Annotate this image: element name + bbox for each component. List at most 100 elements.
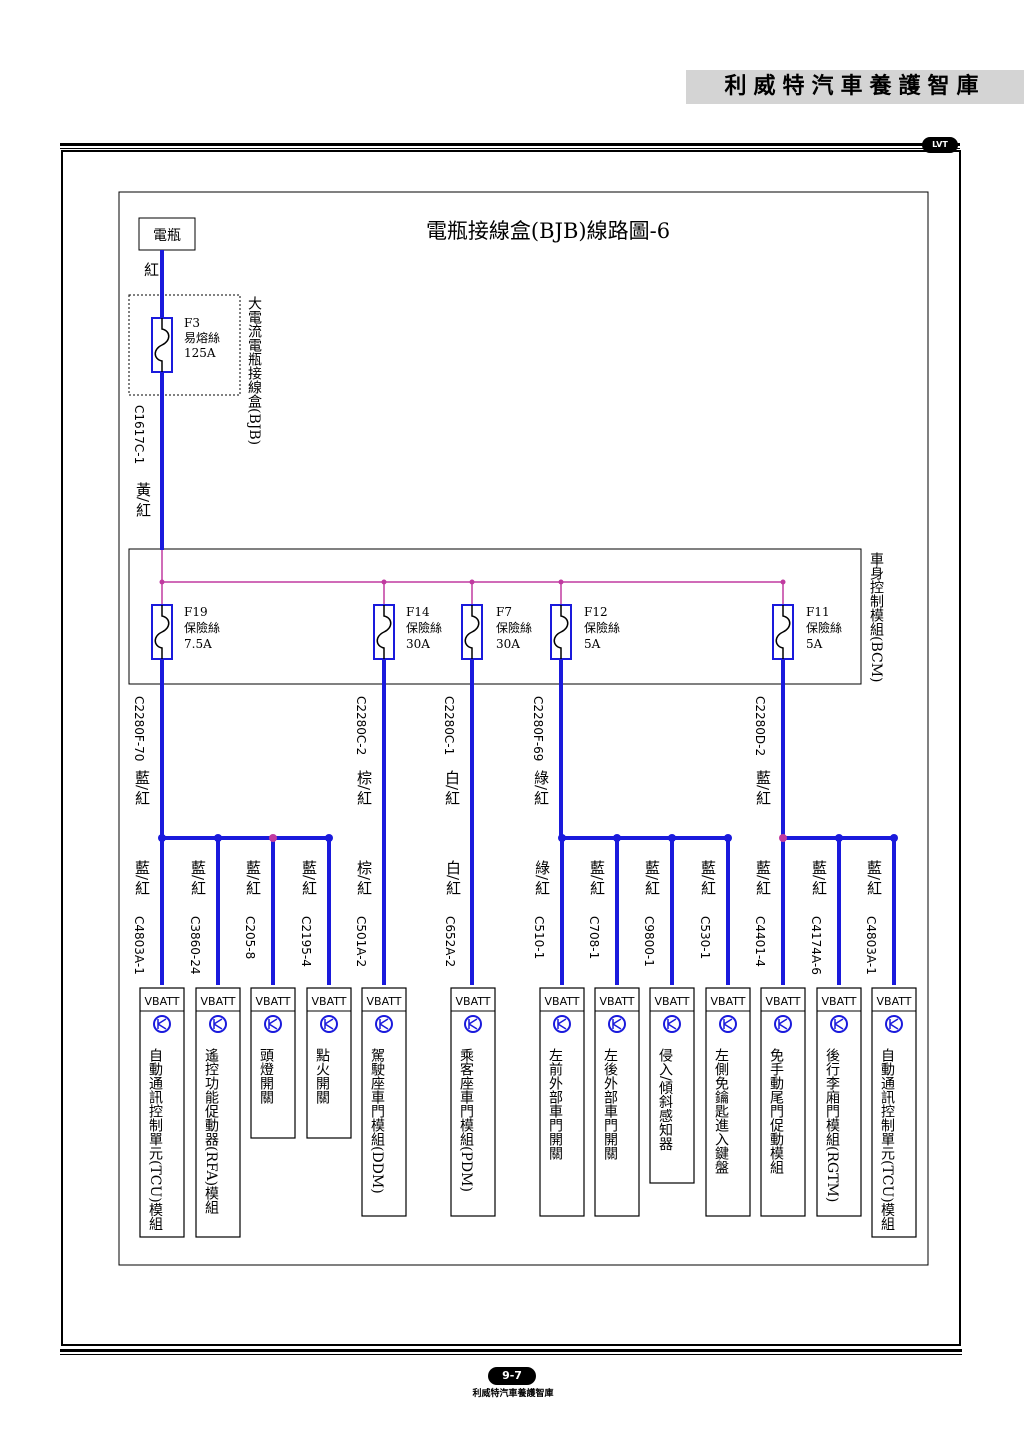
splice-node [158, 834, 166, 842]
load-module-name: 後行李廂門模組(RGTM) [824, 1048, 840, 1202]
load-transistor-icon [830, 1015, 848, 1033]
bjb-fuse-name: F3 [184, 316, 200, 330]
top-rule-thin [60, 148, 960, 149]
bcm-output-wire-color: 藍/紅 [754, 770, 772, 805]
diagram-frame [118, 191, 929, 1266]
load-transistor-leads [268, 1018, 278, 1030]
load-connector: C205-8 [243, 916, 257, 959]
bcm-fuse-rating: 7.5A [184, 637, 212, 651]
load-wire-color: 綠/紅 [533, 860, 551, 895]
splice-node [890, 834, 898, 842]
load-module-box [760, 987, 806, 1217]
load-module-name: 免手動尾門促動模組 [768, 1048, 784, 1174]
page-frame [61, 150, 961, 1346]
load-transistor-leads [889, 1018, 899, 1030]
load-transistor-leads [213, 1018, 223, 1030]
load-connector: C9800-1 [642, 916, 656, 967]
load-transistor-leads [778, 1018, 788, 1030]
bcm-output-wire-color: 棕/紅 [355, 770, 373, 805]
load-transistor-icon [320, 1015, 338, 1033]
bjb-fuse-label: F3 易熔絲 125A [184, 316, 220, 360]
load-connector: C3860-24 [188, 916, 202, 975]
bcm-fuse-symbol-element [154, 605, 170, 659]
header-brand-bar: 利威特汽車養護智庫 [686, 70, 1024, 104]
load-connector: C708-1 [587, 916, 601, 959]
battery-label: 電瓶 [153, 228, 181, 244]
bjb-label: 大電流電瓶接線盒(BJB) [246, 296, 262, 445]
bcm-output-wire-color: 綠/紅 [532, 770, 550, 805]
splice-node [779, 834, 787, 842]
load-wire-color: 藍/紅 [699, 860, 717, 895]
load-module-name: 點火開關 [314, 1048, 330, 1104]
load-module-box [139, 987, 185, 1238]
bcm-fuse-symbol-element [553, 605, 569, 659]
load-pin-label: VBATT [600, 995, 635, 1008]
battery-box [138, 217, 196, 251]
bcm-fuse-type: 保險絲 [806, 620, 842, 635]
load-module-box [250, 987, 296, 1139]
load-module-name: 左側免鑰匙進入鍵盤 [713, 1048, 729, 1174]
load-transistor-icon [553, 1015, 571, 1033]
load-pin-label: VBATT [766, 995, 801, 1008]
load-wire-color: 藍/紅 [588, 860, 606, 895]
load-connector: C652A-2 [443, 916, 457, 967]
load-module-name: 乘客座車門模組(PDM) [458, 1048, 474, 1192]
bjb-box [128, 294, 241, 396]
bottom-rule [60, 1349, 962, 1352]
splice-node [835, 834, 843, 842]
bjb-fuse-rating: 125A [184, 346, 216, 360]
load-wire-color: 藍/紅 [865, 860, 883, 895]
load-pin-label: VBATT [877, 995, 912, 1008]
header-brand-text: 利威特汽車養護智庫 [724, 74, 986, 99]
splice-node [269, 834, 277, 842]
bcm-fuse-symbol-element [464, 605, 480, 659]
load-transistor-leads [557, 1018, 567, 1030]
load-module-box [871, 987, 917, 1238]
load-transistor-icon [774, 1015, 792, 1033]
load-transistor-leads [157, 1018, 167, 1030]
battery-wire-color: 紅 [144, 261, 159, 279]
load-transistor-icon [885, 1015, 903, 1033]
bcm-box [128, 548, 862, 685]
load-pin-label: VBATT [456, 995, 491, 1008]
lvt-logo: LVT [922, 137, 958, 153]
bcm-fuse-name: F11 [806, 605, 830, 619]
load-transistor-icon [719, 1015, 737, 1033]
bcm-fuse-name: F7 [496, 605, 512, 619]
load-connector: C4401-4 [753, 916, 767, 967]
bcm-output-connector: C2280D-2 [753, 696, 767, 756]
load-module-box [306, 987, 352, 1139]
splice-node [724, 834, 732, 842]
load-wire-color: 藍/紅 [189, 860, 207, 895]
load-transistor-icon [264, 1015, 282, 1033]
splice-node [668, 834, 676, 842]
bcm-output-wire-color: 藍/紅 [133, 770, 151, 805]
bcm-label: 車身控制模組(BCM) [868, 551, 884, 682]
load-transistor-leads [723, 1018, 733, 1030]
load-wire-color: 藍/紅 [300, 860, 318, 895]
load-module-name: 遙控功能促動器(RFA)模組 [203, 1048, 219, 1214]
load-module-name: 侵入/傾斜感知器 [657, 1047, 673, 1151]
load-module-name: 左前外部車門開關 [547, 1048, 563, 1160]
bjb-out-connector: C1617C-1 [132, 405, 146, 464]
load-wire-color: 藍/紅 [754, 860, 772, 895]
load-transistor-leads [834, 1018, 844, 1030]
splice-node [558, 834, 566, 842]
load-pin-label: VBATT [822, 995, 857, 1008]
load-wire-color: 藍/紅 [133, 860, 151, 895]
load-transistor-icon [464, 1015, 482, 1033]
bottom-rule-thin [60, 1354, 962, 1355]
bcm-fuse-name: F19 [184, 605, 208, 619]
bcm-fuse-rating: 30A [406, 637, 430, 651]
load-module-name: 駕駛座車門模組(DDM) [369, 1048, 385, 1194]
load-transistor-leads [468, 1018, 478, 1030]
load-connector: C4803A-1 [864, 916, 878, 975]
footer-subtitle: 利威特汽車養護智庫 [472, 1389, 554, 1399]
load-pin-label: VBATT [256, 995, 291, 1008]
bcm-fuse-symbol-element [775, 605, 791, 659]
splice-node [214, 834, 222, 842]
splice-node [613, 834, 621, 842]
load-pin-label: VBATT [312, 995, 347, 1008]
load-pin-label: VBATT [201, 995, 236, 1008]
